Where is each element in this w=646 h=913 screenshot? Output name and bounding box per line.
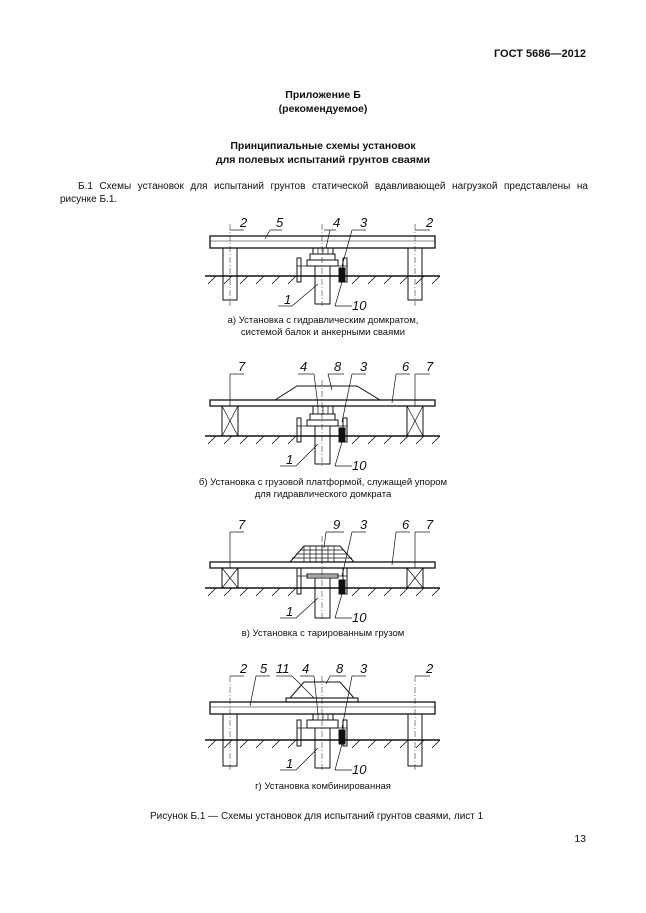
label-2: 2 bbox=[425, 215, 434, 230]
label-6: 6 bbox=[402, 359, 410, 374]
label-2: 2 bbox=[239, 661, 248, 676]
label-9: 9 bbox=[333, 517, 340, 532]
label-4: 4 bbox=[333, 215, 340, 230]
label-5: 5 bbox=[260, 661, 268, 676]
standard-number: ГОСТ 5686—2012 bbox=[493, 48, 586, 60]
label-3: 3 bbox=[360, 215, 368, 230]
page-number: 13 bbox=[574, 833, 586, 845]
figure-b-caption-line2: для гидравлического домкрата bbox=[254, 489, 392, 500]
label-4: 4 bbox=[302, 661, 309, 676]
label-10: 10 bbox=[352, 610, 367, 625]
label-3: 3 bbox=[360, 517, 368, 532]
figure-b-diagram: 7 4 8 3 6 7 1 10 bbox=[205, 359, 441, 473]
label-10: 10 bbox=[352, 762, 367, 777]
label-10: 10 bbox=[352, 458, 367, 473]
label-5: 5 bbox=[276, 215, 284, 230]
label-2: 2 bbox=[425, 661, 434, 676]
intro-paragraph: Б.1 Схемы установок для испытаний грунто… bbox=[60, 181, 588, 205]
label-3: 3 bbox=[360, 661, 368, 676]
figure-caption: Рисунок Б.1 — Схемы установок для испыта… bbox=[150, 811, 484, 822]
label-8: 8 bbox=[334, 359, 342, 374]
figure-b-caption-line1: б) Установка с грузовой платформой, служ… bbox=[198, 477, 448, 488]
section-heading-line2: для полевых испытаний грунтов сваями bbox=[215, 154, 431, 166]
label-10: 10 bbox=[352, 298, 367, 313]
label-6: 6 bbox=[402, 517, 410, 532]
label-2: 2 bbox=[239, 215, 248, 230]
label-1: 1 bbox=[284, 292, 291, 307]
label-1: 1 bbox=[286, 756, 293, 771]
figure-a-caption-line1: а) Установка с гидравлическим домкратом, bbox=[227, 315, 419, 326]
appendix-subtitle: (рекомендуемое) bbox=[278, 103, 368, 115]
label-7: 7 bbox=[426, 517, 434, 532]
figure-c-diagram: 7 9 3 6 7 1 10 bbox=[205, 517, 441, 625]
figure-c-caption: в) Установка с тарированным грузом bbox=[241, 628, 405, 639]
label-1: 1 bbox=[286, 452, 293, 467]
label-1: 1 bbox=[286, 604, 293, 619]
figure-d-caption: г) Установка комбинированная bbox=[255, 781, 391, 792]
section-heading-line1: Принципиальные схемы установок bbox=[230, 140, 416, 152]
label-3: 3 bbox=[360, 359, 368, 374]
label-7: 7 bbox=[426, 359, 434, 374]
label-11: 11 bbox=[276, 661, 290, 676]
label-4: 4 bbox=[300, 359, 307, 374]
figure-a-diagram: 2 5 4 3 2 1 10 bbox=[205, 215, 441, 313]
figure-a-caption-line2: системой балок и анкерными сваями bbox=[240, 327, 406, 338]
label-7: 7 bbox=[238, 359, 246, 374]
label-8: 8 bbox=[336, 661, 344, 676]
figure-d-diagram: 2 5 11 4 8 3 2 1 10 bbox=[205, 661, 441, 777]
label-7: 7 bbox=[238, 517, 246, 532]
appendix-title: Приложение Б bbox=[285, 89, 361, 101]
